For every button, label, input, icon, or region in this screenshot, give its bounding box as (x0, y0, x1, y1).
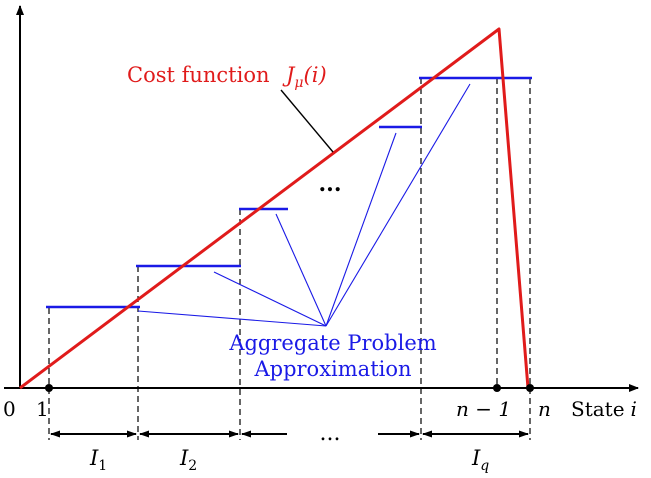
cost-symbol-sub: μ (294, 75, 303, 91)
interval-2-letter: I (179, 446, 189, 470)
cost-function-symbol: Jμ(i) (282, 63, 327, 91)
tick-dot-1 (45, 384, 53, 392)
interval-2-sub: 2 (188, 458, 197, 474)
tick-n-label: n (538, 397, 551, 421)
interval-2-label: I2 (179, 446, 197, 474)
origin-zero-label: 0 (3, 397, 16, 421)
pointer-line (137, 310, 327, 327)
interval-q-label: Iq (471, 446, 489, 474)
state-word: State (571, 397, 625, 421)
cost-label-pointer (280, 89, 334, 153)
aggregate-label-line1: Aggregate Problem (228, 331, 436, 355)
cost-function-curve (19, 27, 530, 390)
cost-symbol-j: J (282, 63, 296, 87)
pointer-line (213, 271, 327, 327)
pointer-line (275, 213, 327, 327)
approximation-pointers (137, 83, 471, 327)
state-var: i (631, 397, 637, 421)
pointer-line (325, 132, 397, 327)
aggregate-approximation-steps (46, 76, 532, 309)
tick-dot-n-minus-1 (493, 384, 501, 392)
pointer-line (325, 83, 471, 327)
interval-q-letter: I (471, 446, 481, 470)
tick-dot-n (526, 384, 534, 392)
interval-1-letter: I (89, 446, 99, 470)
aggregate-label-line2: Approximation (253, 357, 411, 381)
ellipsis-upper: ... (319, 171, 342, 197)
interval-q-sub: q (480, 458, 489, 474)
tick-one-label: 1 (36, 397, 49, 421)
interval-1-label: I1 (89, 446, 107, 474)
cost-function-label: Cost function (127, 63, 270, 87)
interval-1-sub: 1 (98, 458, 107, 474)
cost-symbol-arg: (i) (304, 63, 327, 87)
tick-n-minus-1-label: n − 1 (456, 397, 511, 421)
ellipsis-lower: ... (320, 421, 341, 446)
interval-boundaries (48, 78, 531, 440)
